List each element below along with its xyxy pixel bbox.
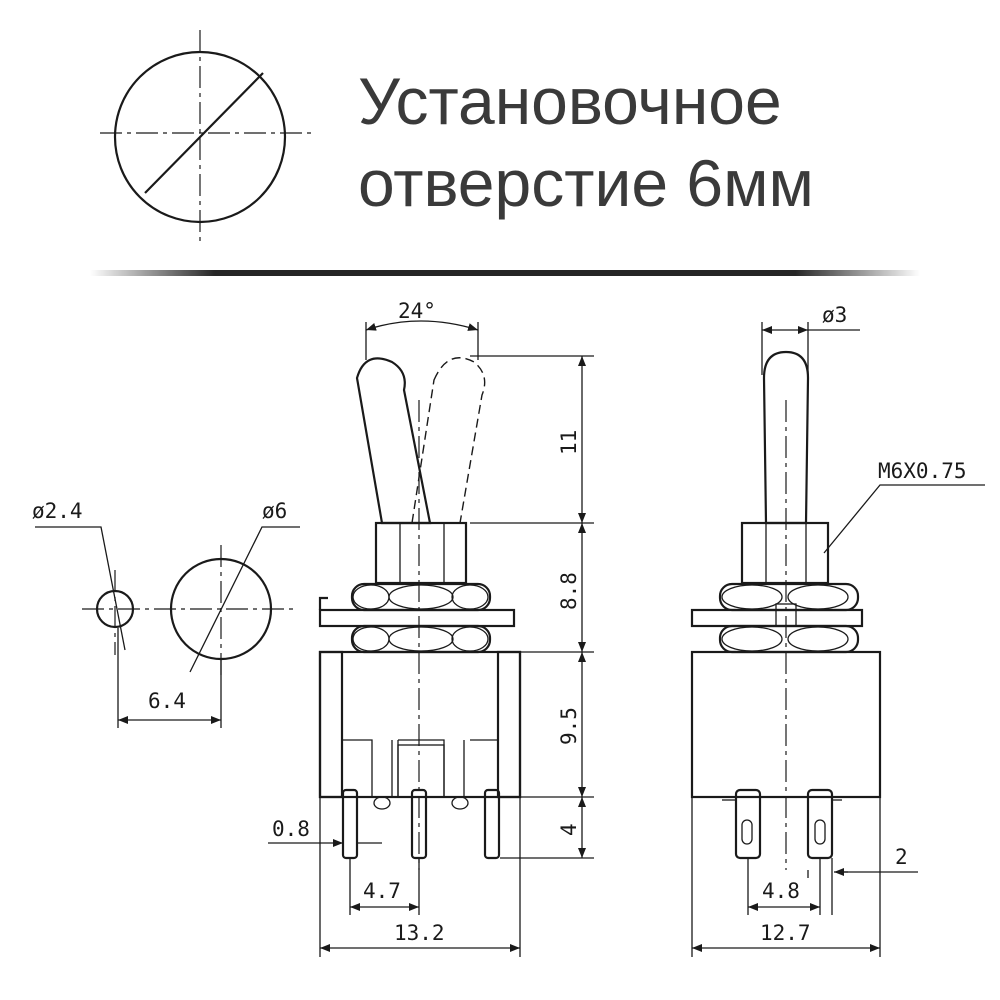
dim-hole-spacing: 6.4 [148,689,186,713]
dim-pin-pitch-front: 4.7 [363,879,401,903]
side-view [690,322,985,957]
mounting-hole-icon [100,30,315,243]
dim-pin-width: 0.8 [272,817,310,841]
dim-thread: M6X0.75 [878,459,967,483]
front-view [268,320,594,957]
header-title-line1: Установочное [358,64,782,138]
dim-body-height: 9.5 [557,707,581,745]
dim-angle: 24° [398,299,436,323]
dim-width-side: 12.7 [760,921,811,945]
header-title-line2: отверстие 6мм [358,146,814,220]
dim-lever-height: 11 [557,430,581,455]
dim-pin-height: 4 [557,823,581,836]
hole-layout-view [35,526,300,728]
dim-lever-diameter: ø3 [822,303,847,327]
dim-bushing-height: 8.8 [557,572,581,610]
dim-width-front: 13.2 [394,921,445,945]
dim-pin-pitch-side: 4.8 [762,879,800,903]
dim-pin-width-side: 2 [895,845,908,869]
dim-small-hole: ø2.4 [32,499,83,523]
separator-line [90,270,920,276]
dim-large-hole: ø6 [262,499,287,523]
